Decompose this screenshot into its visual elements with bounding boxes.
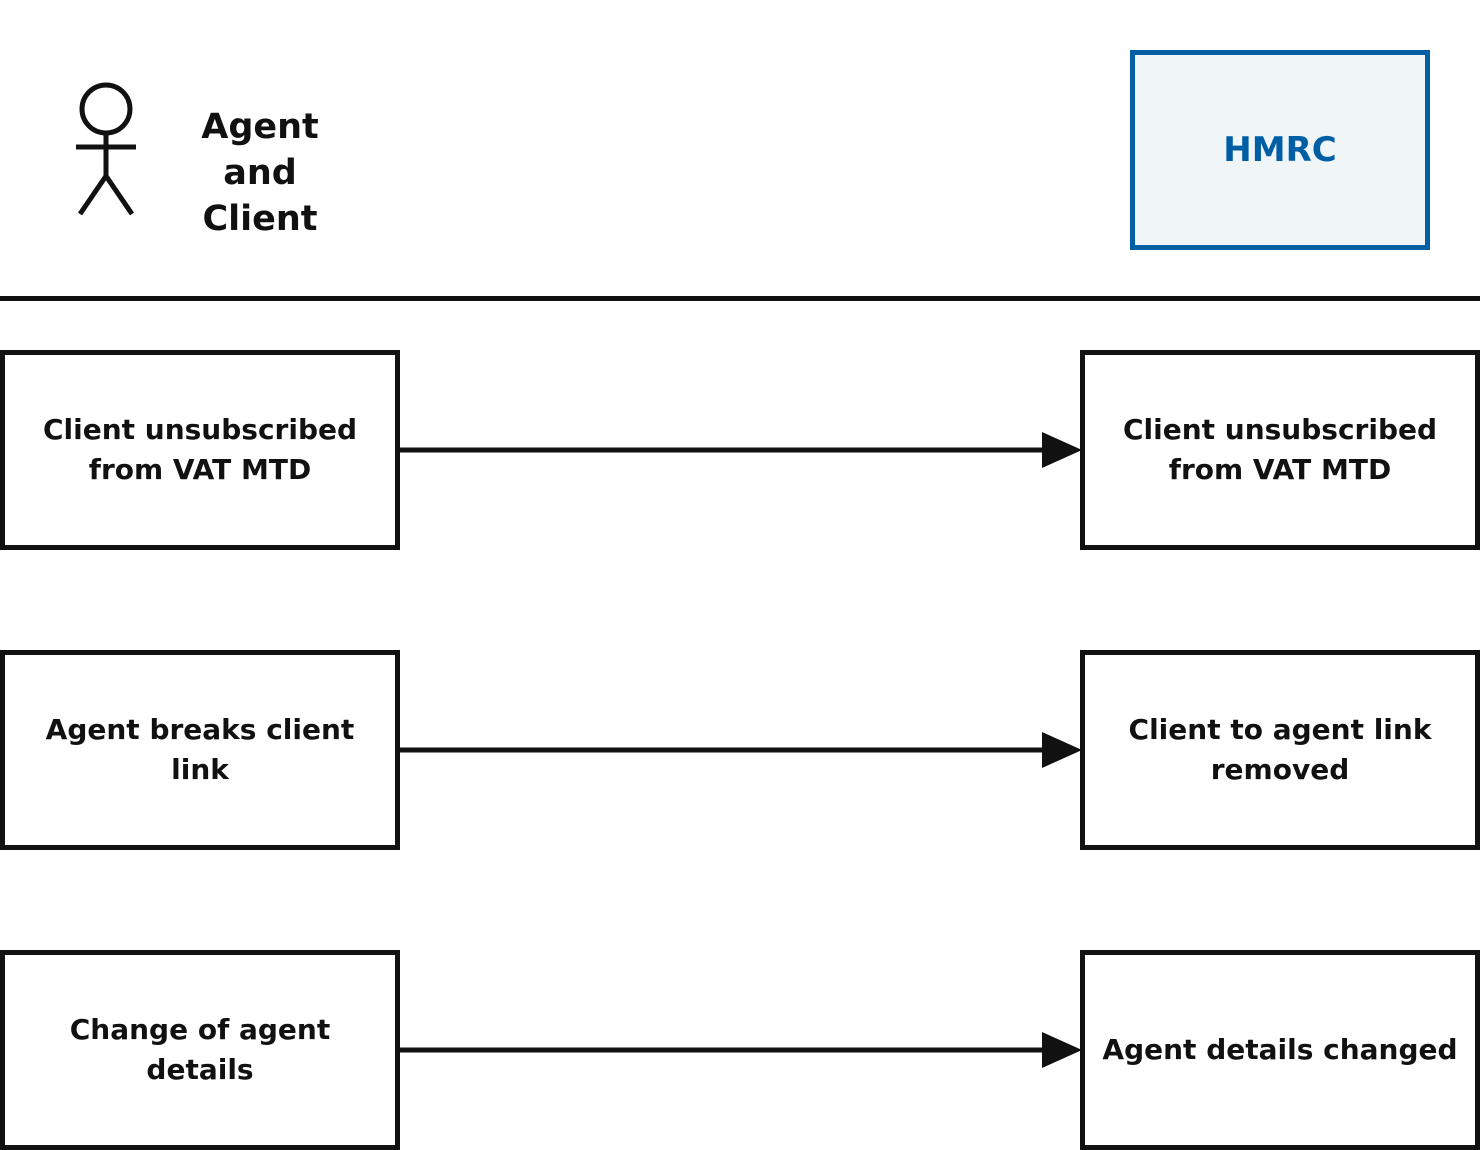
target-step-box: Client unsubscribed from VAT MTD [1080, 350, 1480, 550]
hmrc-label: HMRC [1223, 130, 1337, 170]
flow-arrow [398, 432, 1082, 468]
target-step-box: Agent details changed [1080, 950, 1480, 1150]
hmrc-system-box: HMRC [1130, 50, 1430, 250]
source-step-label: Agent breaks client link [45, 713, 355, 786]
flow-row-agent-details: Change of agent details Agent details ch… [0, 950, 1480, 1150]
source-step-label: Change of agent details [69, 1013, 331, 1086]
target-step-label: Client unsubscribed from VAT MTD [1122, 413, 1438, 486]
source-step-box: Change of agent details [0, 950, 400, 1150]
header-divider [0, 296, 1480, 301]
target-step-label: Agent details changed [1102, 1033, 1458, 1066]
actor-label: Agent and Client [201, 107, 319, 239]
target-step-label: Client to agent link removed [1128, 713, 1432, 786]
flow-row-unsubscribe: Client unsubscribed from VAT MTD Client … [0, 350, 1480, 550]
source-step-box: Client unsubscribed from VAT MTD [0, 350, 400, 550]
flow-row-break-link: Agent breaks client link Client to agent… [0, 650, 1480, 850]
target-step-box: Client to agent link removed [1080, 650, 1480, 850]
source-step-box: Agent breaks client link [0, 650, 400, 850]
source-step-label: Client unsubscribed from VAT MTD [42, 413, 358, 486]
flow-arrow [398, 1032, 1082, 1068]
stick-figure-icon [76, 82, 136, 216]
flow-arrow [398, 732, 1082, 768]
